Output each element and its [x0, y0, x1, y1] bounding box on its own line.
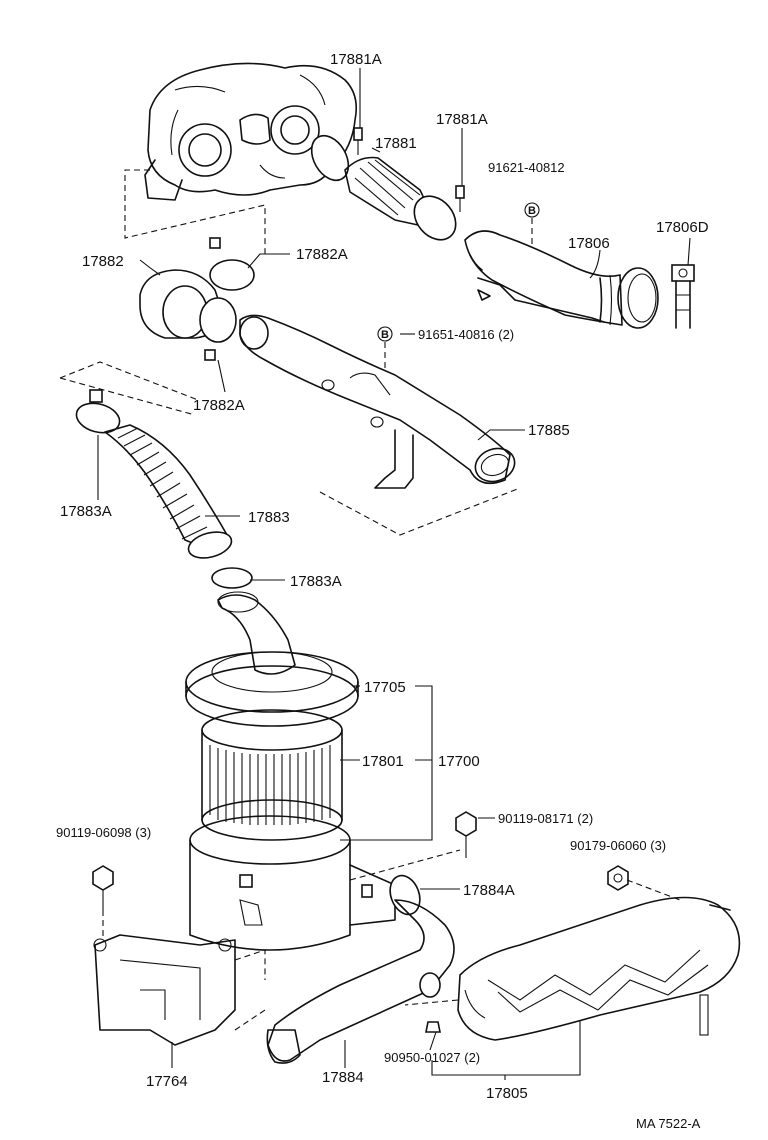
air-cleaner-17700-drawing	[185, 591, 396, 951]
label-91621-40812: 91621-40812	[488, 160, 565, 175]
reference-marker-b-mid: B	[377, 326, 393, 342]
label-17801: 17801	[362, 753, 404, 770]
label-90119-08171: 90119-08171 (2)	[498, 811, 593, 826]
label-17883A-left: 17883A	[60, 503, 112, 520]
reference-marker-b-top: B	[524, 202, 540, 218]
label-17764: 17764	[146, 1073, 188, 1090]
inlet-duct-17884-drawing	[266, 874, 455, 1064]
hose-17881-drawing	[310, 127, 465, 241]
label-17884A: 17884A	[463, 882, 515, 899]
label-17883A-right: 17883A	[290, 573, 342, 590]
svg-text:B: B	[528, 205, 536, 217]
label-91651-40816: 91651-40816 (2)	[418, 327, 514, 342]
footer-code: MA 7522-A	[636, 1116, 701, 1131]
label-17882A-bottom: 17882A	[193, 397, 245, 414]
bolt-90119-08171-drawing	[455, 811, 477, 837]
turbocharger-drawing	[144, 62, 358, 201]
label-17806D: 17806D	[656, 219, 709, 236]
hose-17883-drawing	[75, 389, 253, 589]
hose-17882-drawing	[139, 237, 255, 361]
pipe-17885-drawing	[239, 314, 516, 489]
label-17881: 17881	[375, 135, 417, 152]
label-90179-06060: 90179-06060 (3)	[570, 838, 666, 853]
label-17882A-top: 17882A	[296, 246, 348, 263]
label-17705: 17705	[364, 679, 406, 696]
pipe-17806-drawing	[464, 230, 695, 329]
label-17881A-top: 17881A	[330, 51, 382, 68]
bracket-17764-drawing	[92, 865, 236, 1046]
svg-text:B: B	[381, 329, 389, 341]
label-17882: 17882	[82, 253, 124, 270]
label-17805: 17805	[486, 1085, 528, 1102]
label-17700: 17700	[438, 753, 480, 770]
label-17885: 17885	[528, 422, 570, 439]
label-17806: 17806	[568, 235, 610, 252]
label-90950-01027: 90950-01027 (2)	[384, 1050, 480, 1065]
resonator-17805-drawing	[425, 865, 741, 1041]
label-90119-06098: 90119-06098 (3)	[56, 825, 151, 840]
label-17884: 17884	[322, 1069, 364, 1086]
label-17881A-mid: 17881A	[436, 111, 488, 128]
leader-lines	[97, 68, 691, 1080]
label-17883: 17883	[248, 509, 290, 526]
